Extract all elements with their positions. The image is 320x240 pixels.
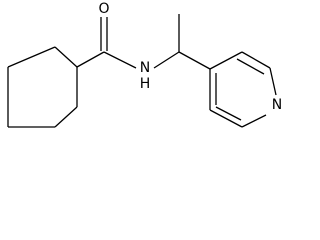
- carbonyl-double-bond: [100, 17, 108, 51]
- structural-formula: O N H N: [7, 1, 282, 128]
- amide-hydrogen-label: H: [140, 76, 151, 92]
- ring-bond: [209, 51, 243, 70]
- ring-bond: [241, 114, 267, 128]
- cyclohexane-ring: [7, 46, 78, 128]
- ring-bond: [209, 109, 243, 128]
- ring-bond: [236, 58, 265, 75]
- ring-bond: [241, 51, 271, 69]
- ring-bond: [54, 106, 78, 128]
- ring-bond: [54, 46, 78, 68]
- ring-bond: [269, 67, 277, 96]
- ring-bond: [215, 106, 242, 121]
- ring-bond: [7, 46, 56, 68]
- pyridine-ring: [209, 51, 277, 128]
- ring-carbonyl-bond: [76, 51, 105, 68]
- nitrogen-methine-bond: [153, 51, 180, 69]
- amide-nitrogen-label: N: [140, 60, 150, 76]
- pyridine-nitrogen-label: N: [272, 97, 282, 113]
- methine-pyridine-bond: [178, 51, 211, 70]
- carbonyl-oxygen-label: O: [98, 1, 109, 17]
- carbonyl-nitrogen-bond: [103, 51, 137, 69]
